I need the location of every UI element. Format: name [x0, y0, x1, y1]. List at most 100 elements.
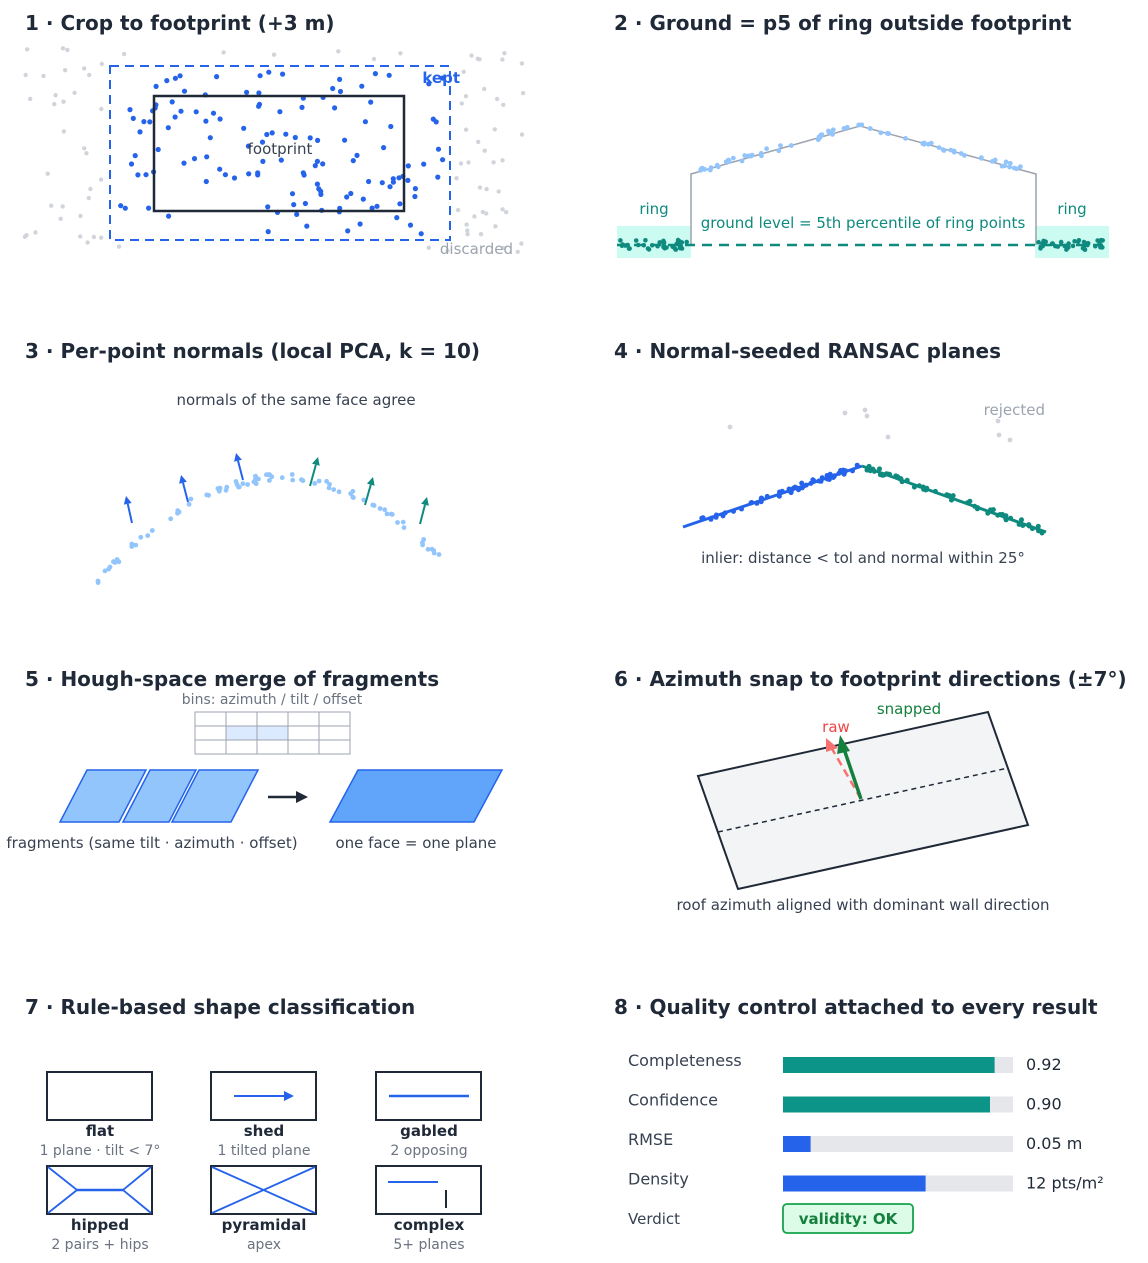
- kept-point: [302, 200, 308, 207]
- merged-label: one face = one plane: [335, 834, 496, 852]
- discarded-points: [22, 46, 526, 254]
- roof-point: [844, 124, 850, 130]
- inlier-point-right: [990, 507, 996, 513]
- discarded-point: [60, 46, 66, 51]
- discarded-point: [500, 158, 505, 163]
- inlier-point-right: [950, 493, 956, 499]
- discarded-point: [86, 195, 92, 201]
- kept-point: [207, 135, 213, 141]
- discarded-point: [501, 245, 506, 251]
- panel-3-title: 3 · Per-point normals (local PCA, k = 10…: [25, 339, 480, 363]
- profile-point: [327, 481, 332, 487]
- inlier-point-left: [818, 478, 824, 484]
- kept-point: [246, 171, 252, 177]
- kept-point: [128, 161, 135, 167]
- panel-quality: 8 · Quality control attached to every re…: [614, 995, 1104, 1234]
- hough-bin: [194, 725, 227, 741]
- discarded-point: [62, 68, 68, 73]
- profile-point: [234, 482, 240, 487]
- profile-point: [251, 479, 257, 485]
- kept-point: [342, 137, 348, 143]
- azimuth-caption: roof azimuth aligned with dominant wall …: [676, 896, 1049, 914]
- roof-point: [707, 167, 713, 173]
- kept-point: [405, 177, 411, 183]
- inlier-point-left: [850, 468, 855, 474]
- discarded-point: [519, 61, 525, 66]
- kept-point: [222, 172, 228, 178]
- fragment-1: [58, 769, 148, 823]
- inlier-point-left: [854, 462, 860, 468]
- discarded-point: [121, 51, 127, 57]
- panel-4-title: 4 · Normal-seeded RANSAC planes: [614, 339, 1001, 363]
- discarded-point: [504, 210, 509, 215]
- inlier-point-right: [946, 493, 952, 499]
- metric-track: [783, 1136, 1013, 1152]
- panel-5-title: 5 · Hough-space merge of fragments: [25, 667, 439, 691]
- bins-label: bins: azimuth / tilt / offset: [182, 692, 363, 708]
- inlier-point-right: [985, 510, 991, 516]
- discarded-point: [496, 189, 501, 194]
- profile-point: [331, 487, 337, 492]
- discarded-point: [465, 228, 470, 233]
- ring-point: [618, 238, 623, 243]
- roof-point: [726, 157, 731, 163]
- inlier-point-left: [759, 495, 765, 501]
- kept-point: [169, 99, 175, 105]
- kept-point: [345, 228, 351, 234]
- hough-bin: [194, 739, 227, 755]
- kept-point: [256, 90, 262, 96]
- kept-point: [397, 201, 403, 207]
- roof-point: [739, 158, 745, 164]
- discarded-point: [500, 57, 505, 62]
- kept-point: [381, 145, 387, 151]
- shape-complex-name: complex: [394, 1216, 465, 1234]
- inlier-point-left: [811, 478, 817, 484]
- kept-point: [344, 194, 350, 200]
- metric-bar: [783, 1096, 990, 1113]
- kept-point: [280, 71, 286, 77]
- roof-point: [764, 146, 769, 152]
- inlier-point-left: [832, 473, 837, 479]
- kept-point: [269, 130, 275, 136]
- ring-point: [641, 242, 647, 248]
- roof-points: [698, 122, 1023, 173]
- metric-label: Density: [628, 1170, 689, 1189]
- kept-point: [153, 83, 159, 89]
- inlier-point-right: [995, 512, 1001, 518]
- inlier-point-right: [1003, 517, 1009, 523]
- discarded-point: [61, 99, 66, 104]
- verdict-badge: [782, 1203, 914, 1234]
- roof-point: [816, 134, 822, 140]
- kept-point: [244, 89, 250, 95]
- metric-value: 0.92: [1026, 1055, 1062, 1074]
- discarded-point: [475, 56, 480, 61]
- raw-label: raw: [822, 718, 850, 736]
- discarded-point: [45, 171, 50, 176]
- profile-point: [389, 512, 395, 517]
- ring-point: [1066, 245, 1071, 250]
- profile-point: [224, 484, 230, 490]
- discarded-point: [482, 148, 487, 153]
- metric-label: RMSE: [628, 1130, 673, 1149]
- roof-point: [826, 129, 832, 135]
- kept-point: [217, 166, 223, 172]
- kept-point: [407, 222, 414, 228]
- kept-point: [405, 163, 411, 169]
- profile-point: [401, 525, 407, 530]
- kept-point: [314, 158, 320, 164]
- kept-point: [368, 99, 374, 105]
- kept-point: [316, 186, 322, 192]
- kept-point: [193, 109, 199, 115]
- profile-point: [299, 477, 304, 483]
- ring-point: [677, 239, 682, 244]
- kept-point: [350, 158, 356, 164]
- discarded-point: [99, 106, 104, 112]
- shape-hipped-desc: 2 pairs + hips: [51, 1237, 148, 1253]
- normal-arrows: [123, 453, 429, 525]
- hough-bin: [287, 725, 320, 741]
- kept-point: [204, 154, 210, 160]
- ring-point: [677, 245, 683, 250]
- profile-point: [429, 546, 435, 552]
- discarded-point: [398, 51, 403, 56]
